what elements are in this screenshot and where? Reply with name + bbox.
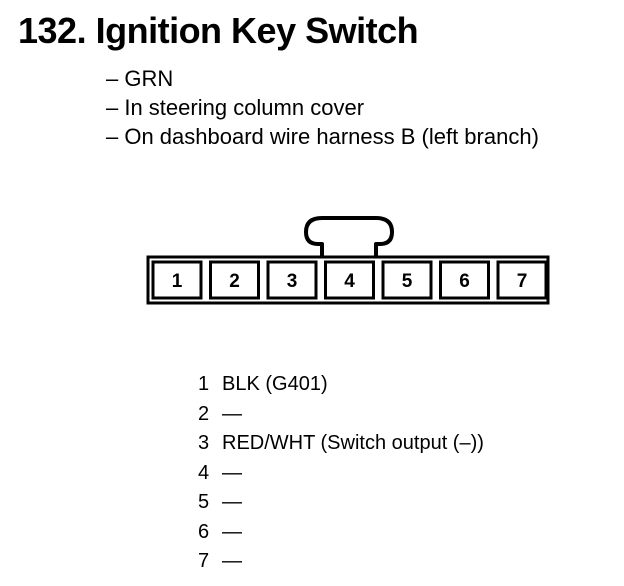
pinout-row: 5— [198,488,484,518]
page-title: 132. Ignition Key Switch [18,10,419,52]
pin-description: — [222,461,242,484]
terminal-cell [439,260,490,300]
pin-number: 6 [198,520,210,543]
terminal-label: 1 [172,271,183,292]
pin-number: 2 [198,402,210,425]
terminal-cell [324,260,375,300]
pinout-row: 6— [198,518,484,548]
section-number: 132. [18,10,87,51]
terminal-label: 2 [229,271,240,292]
note-color: – GRN [106,66,174,91]
pin-description: — [222,550,242,572]
pin-description: RED/WHT (Switch output (–)) [222,432,484,454]
terminal-layer: 1 2 3 4 5 6 7 [151,260,548,300]
pin-number: 3 [198,432,210,454]
pin-number: 4 [198,461,210,484]
note-location: – In steering column cover [106,95,365,120]
pin-description: BLK (G401) [222,373,328,395]
note-harness: – On dashboard wire harness B (left bran… [106,124,539,149]
pin-description: — [222,491,242,513]
connector-body [146,255,550,305]
terminal-label: 6 [459,271,470,292]
terminal-label: 7 [517,271,528,292]
pin-number: 5 [198,491,210,513]
section-title: Ignition Key Switch [95,10,419,51]
terminal-label: 5 [402,271,413,292]
pin-description: — [222,402,242,425]
pinout-row: 2— [198,400,484,430]
pin-number: 7 [198,550,210,572]
pinout-row: 7— [198,547,484,577]
terminal-cell [209,260,260,300]
connector-notes: – GRN – In steering column cover – On da… [106,64,539,151]
terminal-cell [381,260,433,300]
terminal-label: 3 [287,271,298,292]
pin-description: — [222,520,242,543]
terminal-cell [496,260,548,300]
pinout-row: 1 BLK (G401) [198,370,484,400]
pin-number: 1 [198,373,210,395]
connector-lock-tab [304,216,394,258]
terminal-cell [151,260,203,300]
terminal-label: 4 [344,271,355,292]
pinout-row: 4— [198,459,484,489]
pinout-row: 3 RED/WHT (Switch output (–)) [198,429,484,459]
terminal-cell [266,260,318,300]
